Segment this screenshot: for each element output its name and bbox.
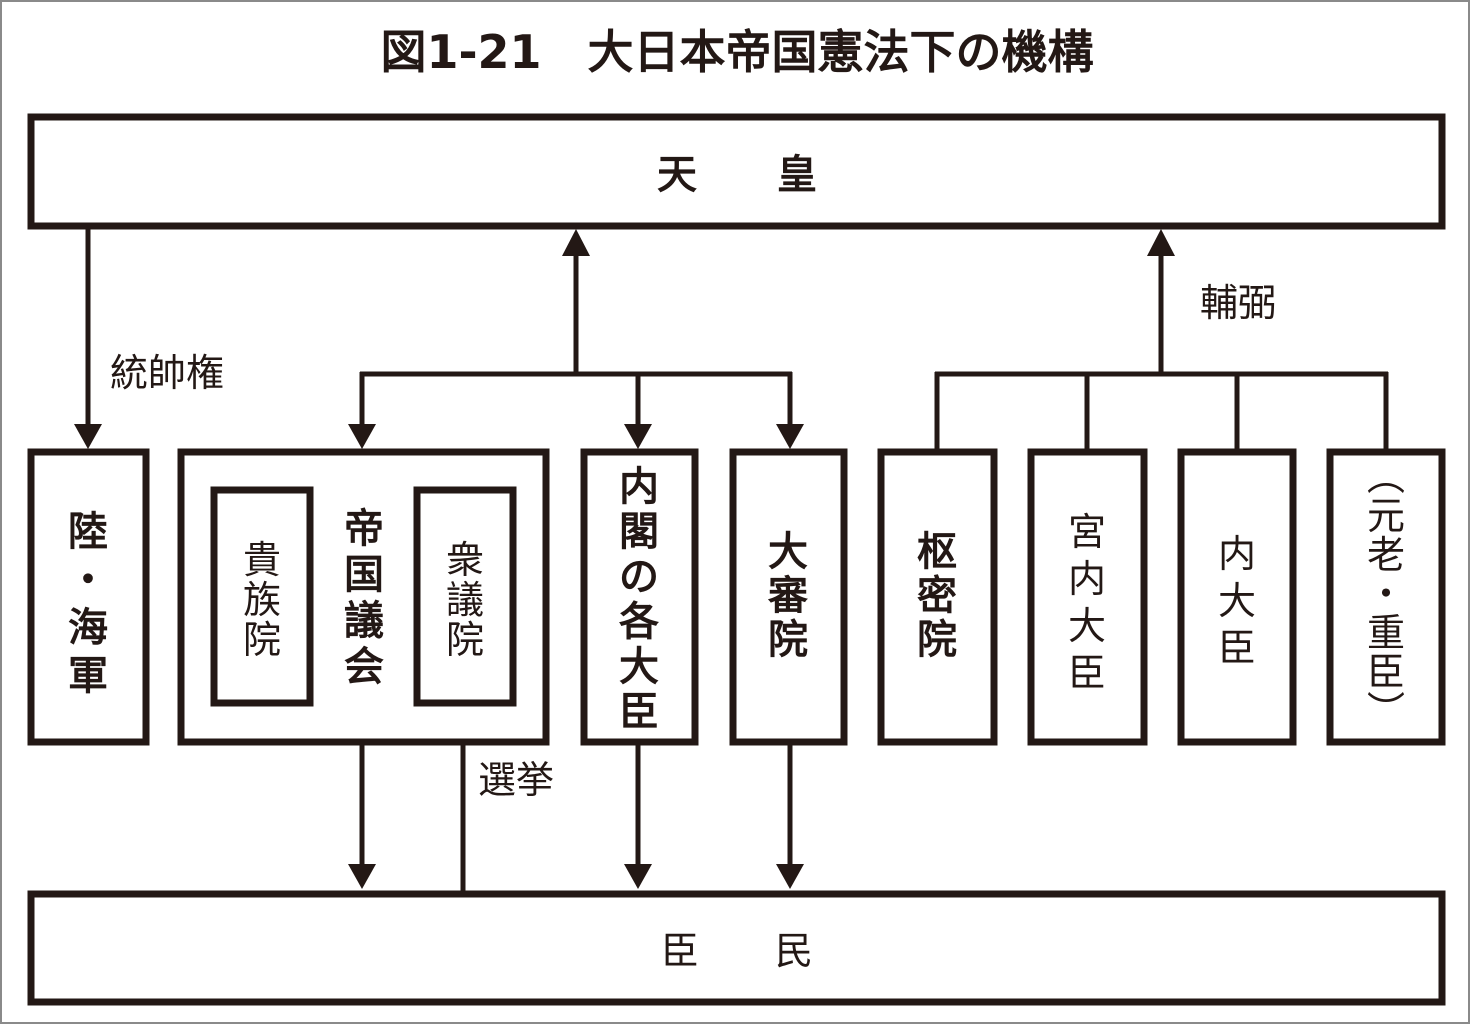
label-char: 臣 bbox=[1068, 651, 1106, 695]
label-char: 内 bbox=[619, 464, 659, 510]
label-char: ・ bbox=[68, 557, 108, 603]
edge-supreme-command bbox=[74, 228, 102, 449]
label-char: 大 bbox=[1218, 579, 1256, 623]
label-char: 院 bbox=[768, 617, 808, 663]
edge-label-supreme-command: 統帥権 bbox=[110, 351, 224, 395]
label-char: ︵ bbox=[1367, 455, 1405, 499]
label-char: 各 bbox=[619, 599, 660, 645]
genro-jushin-label: ︵元老・重臣︶ bbox=[1367, 455, 1405, 733]
edge-advice bbox=[934, 229, 1389, 450]
cabinet-ministers-box bbox=[580, 448, 699, 746]
label-char: 臣 bbox=[1218, 626, 1256, 670]
label-char: 枢 bbox=[917, 529, 957, 575]
node-genro-jushin: ︵元老・重臣︶ bbox=[1326, 448, 1446, 746]
label-char: ︶ bbox=[1367, 689, 1405, 733]
privy-council-box bbox=[877, 448, 998, 746]
node-army-navy: 陸・海軍 bbox=[27, 448, 150, 746]
label-char: 審 bbox=[767, 573, 809, 619]
label-char: の bbox=[619, 554, 659, 600]
label-char: 内 bbox=[1218, 532, 1256, 576]
label-char: 帝 bbox=[344, 506, 384, 552]
label-char: 貴 bbox=[243, 538, 281, 582]
supreme-court-label: 大審院 bbox=[767, 529, 809, 663]
label-char: 衆 bbox=[446, 538, 484, 582]
label-char: 重 bbox=[1367, 611, 1405, 655]
label-char: 議 bbox=[344, 598, 384, 644]
label-char: 会 bbox=[344, 644, 384, 690]
label-char: 老 bbox=[1367, 533, 1405, 577]
arrow-down-icon bbox=[776, 424, 804, 449]
lord-keeper-privy-seal-box bbox=[1177, 448, 1297, 746]
label-char: 議 bbox=[446, 578, 484, 622]
army-navy-label: 陸・海軍 bbox=[68, 509, 108, 699]
supreme-court-box bbox=[729, 448, 848, 746]
house-of-peers-box bbox=[210, 486, 314, 707]
label-char: 院 bbox=[917, 617, 957, 663]
emperor-box bbox=[27, 113, 1446, 230]
house-of-peers-label: 貴族院 bbox=[243, 538, 281, 662]
edge-state-organs-up bbox=[348, 229, 804, 449]
label-char: 海 bbox=[68, 605, 108, 651]
arrow-down-icon bbox=[624, 424, 652, 449]
label-char: 院 bbox=[243, 618, 281, 662]
label-char: 大 bbox=[1068, 604, 1106, 648]
label-char: 元 bbox=[1367, 494, 1405, 538]
army-navy-box bbox=[27, 448, 150, 746]
label-char: 宮 bbox=[1068, 510, 1106, 554]
label-char: 院 bbox=[446, 618, 484, 662]
edge-label-advice: 輔弼 bbox=[1200, 281, 1276, 325]
figure-title: 図1-21 大日本帝国憲法下の機構 bbox=[380, 25, 1093, 79]
label-char: 国 bbox=[344, 552, 384, 598]
arrow-down-icon bbox=[624, 864, 652, 889]
subjects-label: 臣 民 bbox=[661, 929, 813, 973]
lord-keeper-privy-seal-label: 内大臣 bbox=[1218, 532, 1256, 670]
label-char: 大 bbox=[768, 529, 808, 575]
house-of-representatives-label: 衆議院 bbox=[446, 538, 484, 662]
label-char: 閣 bbox=[619, 509, 659, 555]
genro-jushin-box bbox=[1326, 448, 1446, 746]
label-char: 密 bbox=[917, 573, 957, 619]
arrow-down-icon bbox=[348, 424, 376, 449]
arrow-down-icon bbox=[776, 864, 804, 889]
node-supreme-court: 大審院 bbox=[729, 448, 848, 746]
label-char: 内 bbox=[1068, 557, 1106, 601]
arrow-down-icon bbox=[74, 424, 102, 449]
subjects-box bbox=[27, 890, 1446, 1006]
node-privy-council: 枢密院 bbox=[877, 448, 998, 746]
edge-label-election: 選挙 bbox=[478, 758, 554, 802]
emperor-label: 天 皇 bbox=[657, 152, 817, 198]
arrow-down-icon bbox=[348, 864, 376, 889]
house-of-representatives-box bbox=[413, 486, 517, 707]
label-char: 族 bbox=[243, 578, 281, 622]
arrow-up-icon bbox=[562, 229, 590, 256]
privy-council-label: 枢密院 bbox=[917, 529, 957, 663]
label-char: 軍 bbox=[68, 653, 108, 699]
arrow-up-icon bbox=[1147, 229, 1175, 256]
label-char: 臣 bbox=[619, 689, 659, 735]
imperial-household-minister-box bbox=[1027, 448, 1148, 746]
label-char: 陸 bbox=[68, 509, 108, 555]
label-char: 大 bbox=[619, 644, 659, 690]
label-char: 臣 bbox=[1367, 650, 1405, 694]
edge-state-organs-down bbox=[348, 744, 804, 889]
label-char: ・ bbox=[1367, 572, 1405, 616]
node-lord-keeper-privy-seal: 内大臣 bbox=[1177, 448, 1297, 746]
